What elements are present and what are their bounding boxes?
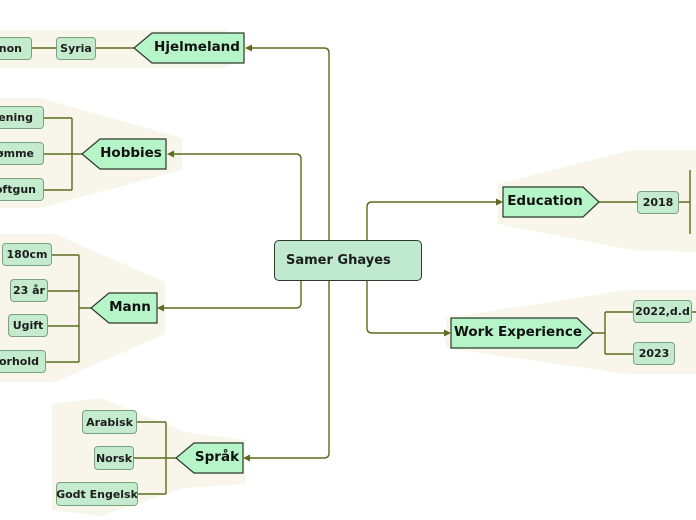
arrow-hobbies: [167, 150, 174, 158]
connector-sprak-children: [134, 421, 176, 495]
branch-shape-work[interactable]: [450, 317, 594, 349]
branch-label-hjelmeland: Hjelmeland: [154, 39, 240, 55]
branch-label-mann: Mann: [109, 299, 151, 315]
arrow-work: [444, 329, 451, 337]
topic-anon[interactable]: anon: [0, 37, 32, 60]
topic-trening[interactable]: Trening: [0, 106, 44, 129]
arrowheads: [157, 44, 503, 462]
topic-syria[interactable]: Syria: [56, 37, 96, 60]
topic-2018[interactable]: 2018: [637, 191, 679, 214]
branch-label-education: Education: [507, 193, 583, 209]
arrow-hjelmeland: [245, 44, 252, 52]
topic-softgun[interactable]: softgun: [0, 178, 44, 201]
topic-2022-dd[interactable]: 2022,d.d: [633, 300, 692, 323]
connector-sprak: [248, 281, 330, 459]
topic-height[interactable]: 180cm: [2, 243, 52, 266]
topic-age[interactable]: 23 år: [10, 279, 48, 302]
topic-2023[interactable]: 2023: [633, 342, 675, 365]
branch-shape-hobbies[interactable]: [81, 138, 167, 170]
branch-label-sprak: Språk: [194, 449, 240, 465]
connector-work-children: [593, 311, 696, 355]
central-topic[interactable]: Samer Ghayes: [274, 240, 422, 281]
connector-mann-children: [46, 254, 91, 363]
connector-education-children: [599, 170, 691, 234]
connector-hobbies-children: [44, 117, 82, 191]
connector-hjelmeland: [250, 47, 330, 240]
branch-shape-education[interactable]: [502, 186, 600, 218]
branch-label-work-experience: Work Experience: [454, 324, 582, 340]
branch-shapes: [81, 32, 600, 474]
topic-godt-engelsk[interactable]: Godt Engelsk: [56, 482, 138, 506]
branch-shape-hjelmeland[interactable]: [133, 32, 245, 64]
branch-label-hobbies: Hobbies: [100, 145, 162, 161]
connector-work: [366, 281, 446, 334]
connector-mann: [162, 281, 302, 309]
arrow-mann: [157, 304, 164, 312]
branch-shape-mann[interactable]: [90, 292, 158, 324]
topic-svomme[interactable]: vømme: [0, 142, 44, 165]
topic-ugift[interactable]: Ugift: [8, 314, 48, 337]
topic-forhold[interactable]: forhold: [0, 350, 46, 373]
topic-norsk[interactable]: Norsk: [94, 446, 134, 470]
topic-arabisk[interactable]: Arabisk: [82, 410, 137, 434]
arrow-education: [496, 198, 503, 206]
connector-education: [366, 201, 498, 240]
connector-hobbies: [172, 153, 302, 240]
branch-shape-sprak[interactable]: [175, 442, 244, 474]
connectors: [32, 47, 696, 495]
arrow-sprak: [243, 454, 250, 462]
